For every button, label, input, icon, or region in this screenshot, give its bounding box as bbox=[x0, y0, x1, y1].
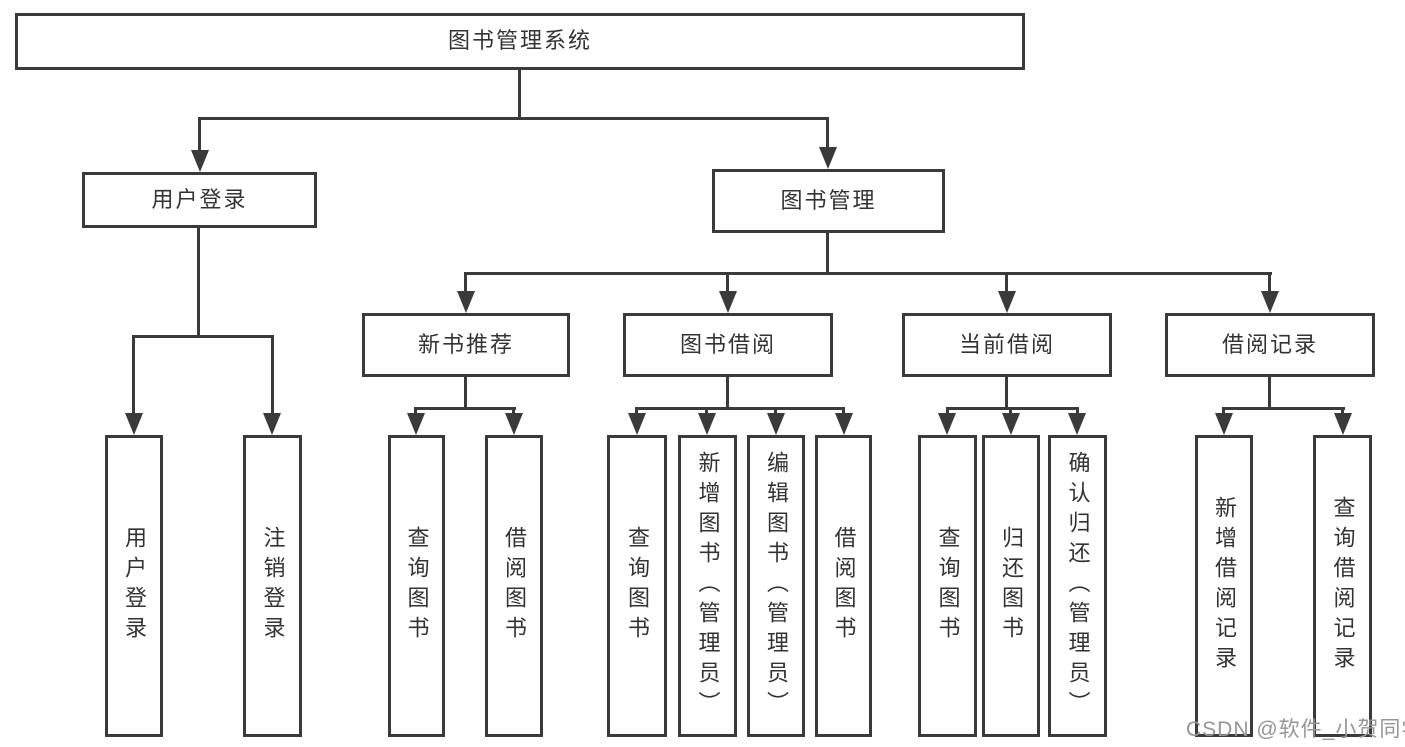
csdn-watermark: CSDN @软件_小贺同学 bbox=[1186, 718, 1405, 741]
leaf-logout: 注销登录 bbox=[243, 435, 302, 737]
edge-line bbox=[1341, 407, 1344, 418]
edge-arrowhead bbox=[1261, 291, 1279, 313]
edge-arrowhead bbox=[191, 150, 209, 172]
edge-line bbox=[414, 407, 516, 410]
leaf-add-book-admin: 新增图书（管理员） bbox=[678, 435, 737, 737]
edge-line bbox=[826, 117, 829, 152]
edge-arrowhead bbox=[263, 413, 281, 435]
edge-arrowhead bbox=[698, 413, 716, 435]
node-user-login: 用户登录 bbox=[82, 172, 317, 228]
node-library-management-system: 图书管理系统 bbox=[15, 13, 1025, 70]
edge-line bbox=[842, 407, 845, 418]
leaf-borrow-books-recommend: 借阅图书 bbox=[485, 435, 543, 737]
edge-arrowhead bbox=[819, 147, 837, 169]
edge-arrowhead bbox=[457, 291, 475, 313]
edge-arrowhead bbox=[938, 413, 956, 435]
edge-arrowhead bbox=[1215, 413, 1233, 435]
edge-line bbox=[946, 407, 1079, 410]
leaf-borrow-books-borrowing: 借阅图书 bbox=[815, 435, 872, 737]
leaf-confirm-return-admin: 确认归还（管理员） bbox=[1048, 435, 1107, 737]
edge-line bbox=[1009, 407, 1012, 418]
edge-arrowhead bbox=[767, 413, 785, 435]
edge-line bbox=[197, 228, 200, 335]
edge-line bbox=[1268, 377, 1271, 407]
edge-line bbox=[464, 272, 1272, 275]
edge-line bbox=[635, 407, 845, 410]
edge-arrowhead bbox=[835, 413, 853, 435]
edge-line bbox=[1268, 272, 1271, 296]
edge-line bbox=[1076, 407, 1079, 418]
leaf-query-books-current: 查询图书 bbox=[918, 435, 977, 737]
edge-line bbox=[726, 272, 729, 296]
edge-arrowhead bbox=[719, 291, 737, 313]
edge-line bbox=[198, 117, 829, 120]
edge-line bbox=[726, 377, 729, 407]
node-current-borrowing: 当前借阅 bbox=[902, 313, 1112, 377]
edge-line bbox=[132, 335, 274, 338]
edge-arrowhead bbox=[407, 413, 425, 435]
leaf-query-borrow-record: 查询借阅记录 bbox=[1313, 435, 1372, 737]
leaf-user-login: 用户登录 bbox=[105, 435, 163, 737]
edge-line bbox=[635, 407, 638, 418]
edge-arrowhead bbox=[125, 413, 143, 435]
node-new-book-recommend: 新书推荐 bbox=[362, 313, 570, 377]
leaf-edit-book-admin: 编辑图书（管理员） bbox=[747, 435, 805, 737]
node-book-management: 图书管理 bbox=[712, 169, 945, 233]
edge-line bbox=[132, 335, 135, 418]
edge-arrowhead bbox=[505, 413, 523, 435]
edge-line bbox=[946, 407, 949, 418]
edge-line bbox=[774, 407, 777, 418]
edge-line bbox=[512, 407, 515, 418]
edge-line bbox=[1222, 407, 1225, 418]
edge-line bbox=[198, 117, 201, 155]
edge-arrowhead bbox=[1334, 413, 1352, 435]
leaf-add-borrow-record: 新增借阅记录 bbox=[1195, 435, 1253, 737]
edge-line bbox=[464, 377, 467, 407]
leaf-query-books-borrowing: 查询图书 bbox=[607, 435, 667, 737]
edge-line bbox=[826, 233, 829, 272]
edge-line bbox=[414, 407, 417, 418]
node-book-borrowing: 图书借阅 bbox=[623, 313, 833, 377]
edge-arrowhead bbox=[628, 413, 646, 435]
leaf-return-book: 归还图书 bbox=[982, 435, 1040, 737]
edge-line bbox=[1005, 272, 1008, 296]
node-borrowing-records: 借阅记录 bbox=[1165, 313, 1375, 377]
leaf-query-books-recommend: 查询图书 bbox=[388, 435, 445, 737]
edge-arrowhead bbox=[998, 291, 1016, 313]
edge-line bbox=[1222, 407, 1345, 410]
edge-line bbox=[464, 272, 467, 296]
edge-line bbox=[518, 70, 521, 117]
edge-arrowhead bbox=[1068, 413, 1086, 435]
edge-arrowhead bbox=[1002, 413, 1020, 435]
edge-line bbox=[271, 335, 274, 418]
edge-line bbox=[1005, 377, 1008, 407]
edge-line bbox=[705, 407, 708, 418]
